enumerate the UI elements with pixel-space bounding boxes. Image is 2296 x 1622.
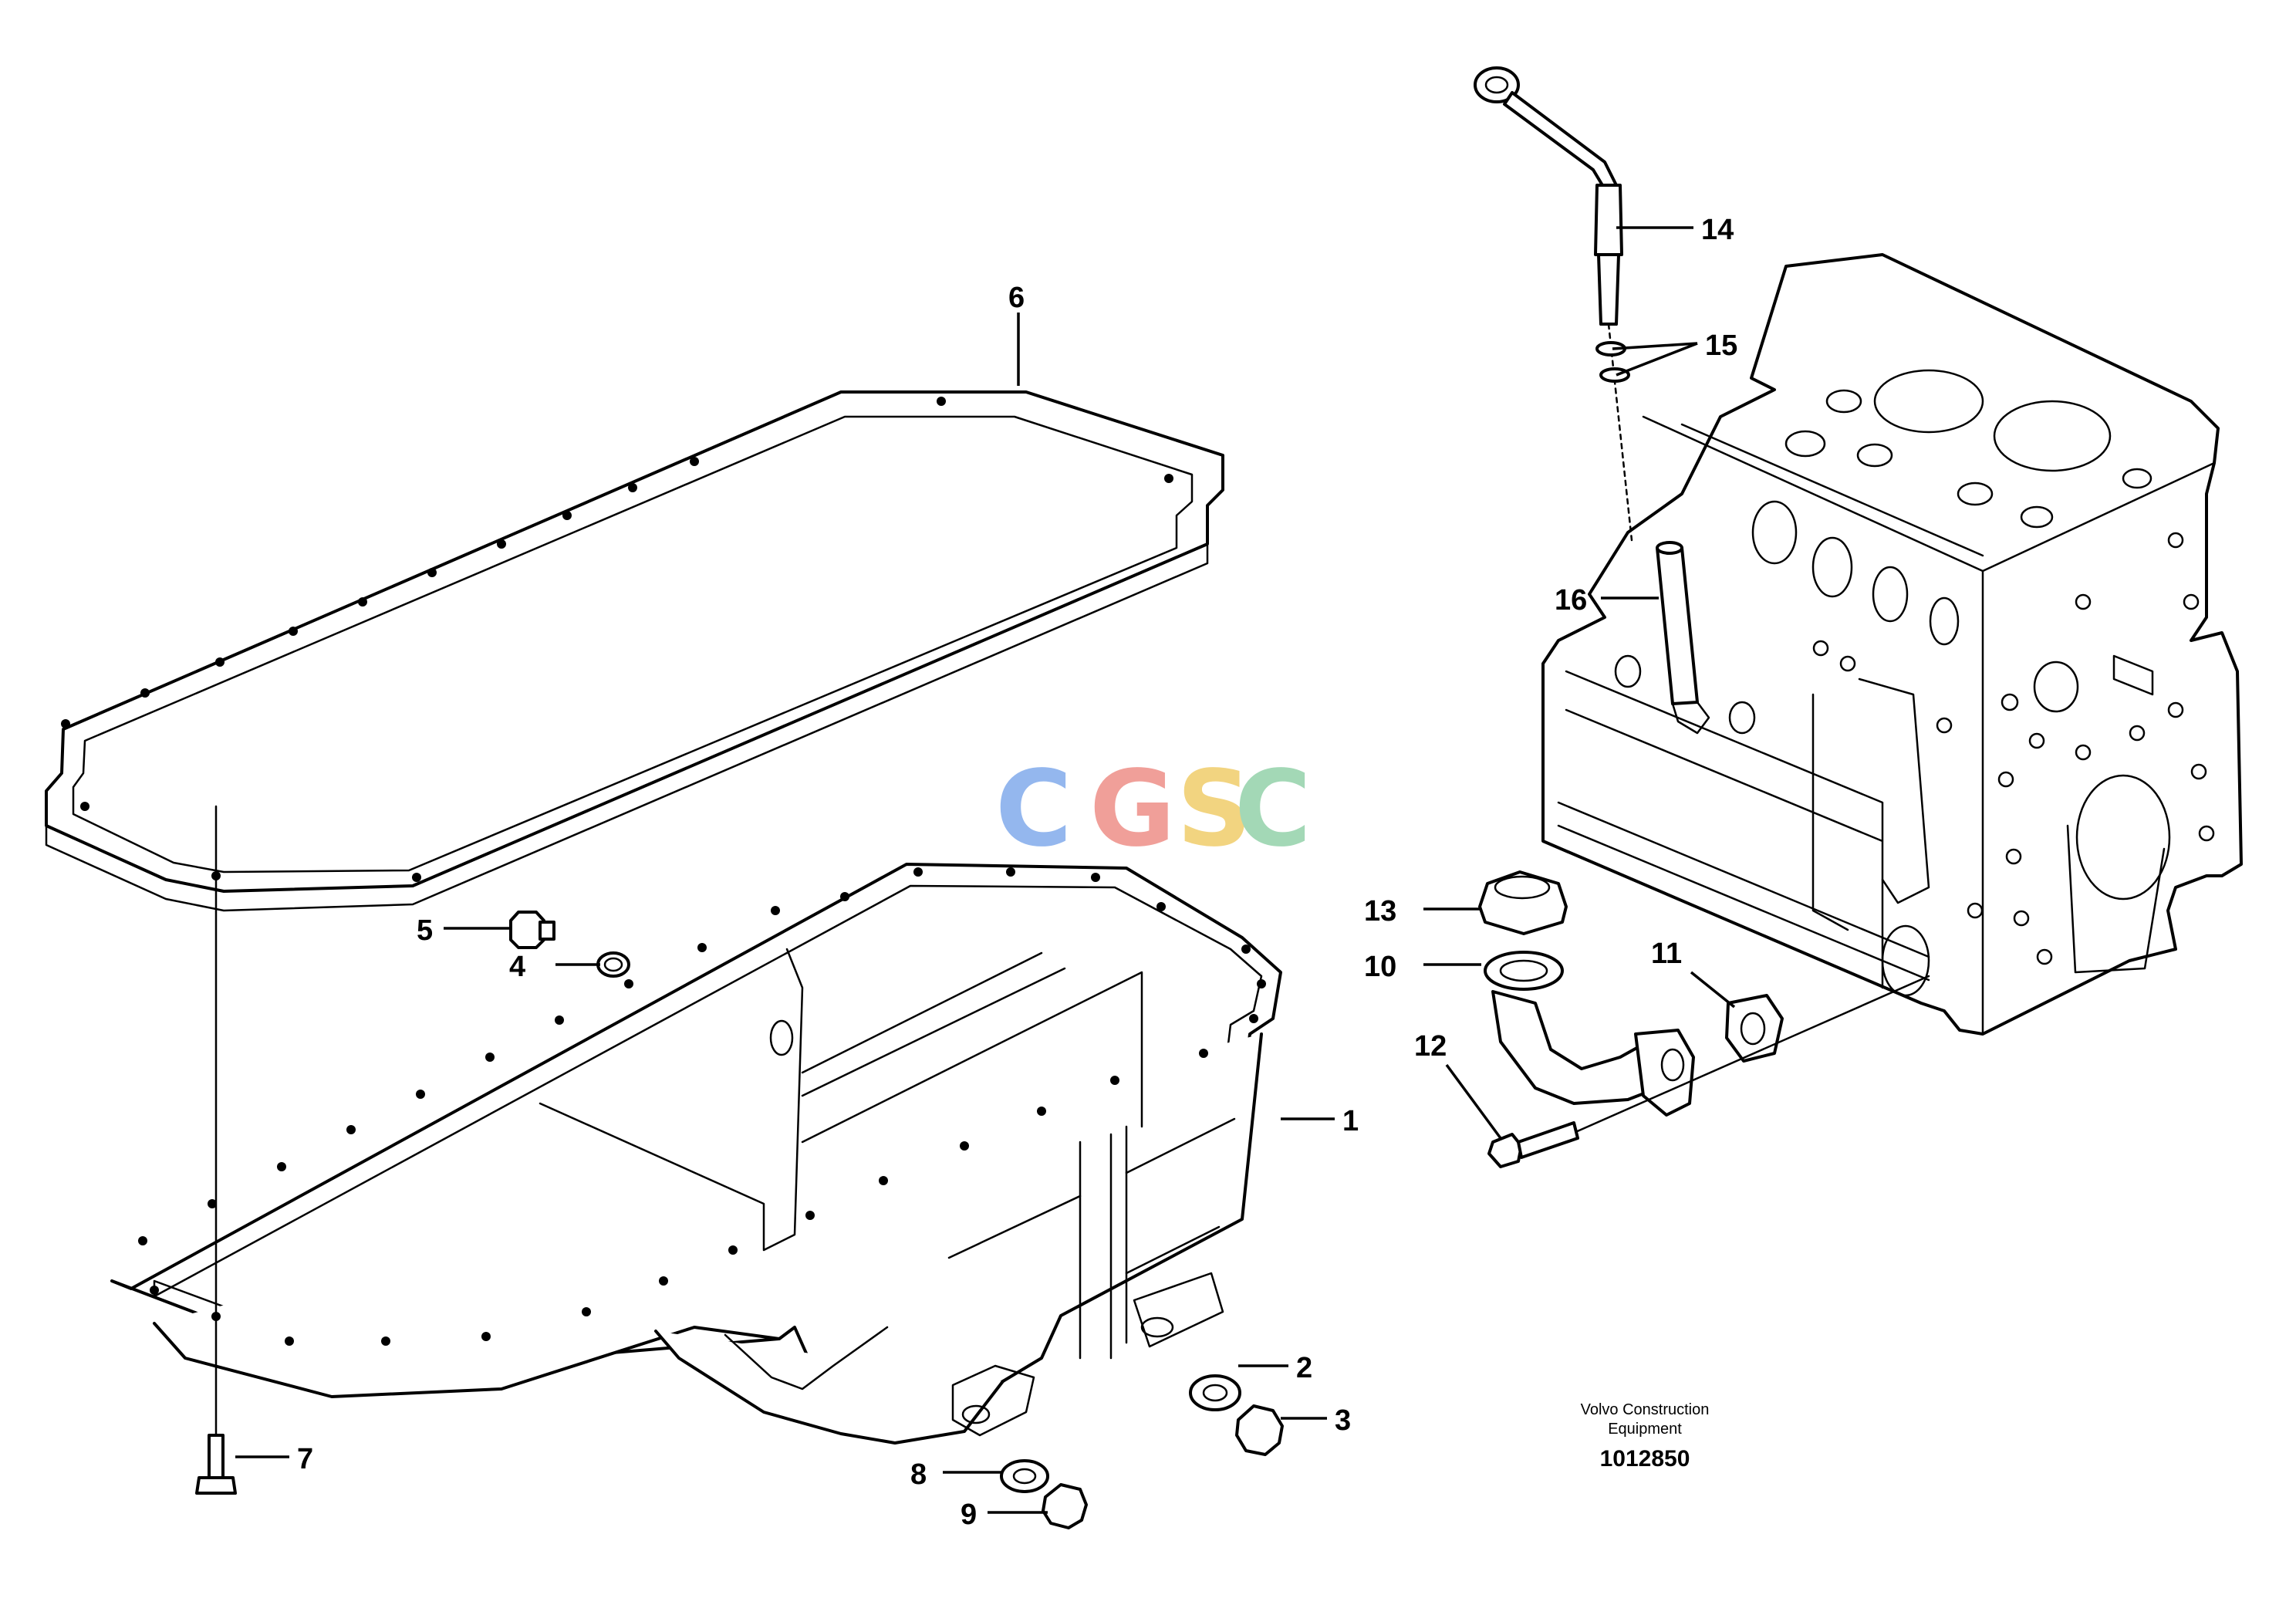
callout-8: 8: [910, 1458, 927, 1491]
callout-numbers: 6 1 2 3 4 5 7 8 9 10 11 12 13 14 15 16: [297, 214, 1737, 1531]
callout-12: 12: [1414, 1030, 1447, 1063]
drain-plug-part-3: [1235, 1404, 1284, 1456]
washer-part-8: [1000, 1459, 1049, 1493]
callout-13: 13: [1364, 895, 1396, 928]
engine-block: [1541, 253, 2243, 1036]
oil-filler-pipe: [1491, 990, 1695, 1117]
callout-1: 1: [1342, 1105, 1359, 1137]
cgsc-watermark: C G S C: [995, 748, 1312, 870]
dipstick-part-14: [1474, 66, 1633, 542]
maker-name-line-2: Equipment: [1608, 1421, 1682, 1438]
callout-16: 16: [1555, 584, 1587, 617]
gasket-part-6: [45, 390, 1224, 912]
seal-ring-part-4: [596, 951, 630, 978]
callout-10: 10: [1364, 951, 1396, 983]
pan-bolt-holes: [138, 867, 1266, 1346]
washer-part-2: [1189, 1374, 1241, 1411]
maker-name-line-1: Volvo Construction: [1581, 1401, 1710, 1418]
watermark-letter-3: S: [1177, 748, 1252, 870]
callout-5: 5: [417, 914, 433, 947]
callout-9: 9: [961, 1499, 977, 1531]
callout-3: 3: [1335, 1404, 1351, 1437]
callout-6: 6: [1008, 282, 1025, 314]
watermark-letter-1: C: [995, 748, 1072, 870]
oil-pan-part-1: [110, 863, 1282, 1445]
callout-14: 14: [1701, 214, 1734, 246]
watermark-letter-2: G: [1089, 748, 1176, 870]
drain-plug-part-9: [1042, 1483, 1088, 1529]
seal-part-10: [1484, 951, 1564, 991]
callout-11: 11: [1651, 938, 1682, 970]
drawing-number: 1012850: [1600, 1446, 1690, 1472]
callout-4: 4: [509, 951, 525, 983]
bolt-part-12: [1487, 975, 1930, 1168]
flange-gasket-part-11: [1725, 994, 1784, 1063]
gasket-bolt-holes: [61, 397, 1173, 882]
leader-lines: [235, 226, 1736, 1514]
callout-2: 2: [1296, 1352, 1312, 1384]
watermark-letter-4: C: [1234, 748, 1312, 870]
filler-cap-part-13: [1478, 870, 1568, 935]
engine-block-small-holes: [1812, 532, 2215, 965]
plug-part-5: [509, 911, 555, 949]
bolt-part-7: [195, 805, 237, 1495]
guide-tube-part-16: [1656, 541, 1710, 735]
drawing-caption: Volvo Construction Equipment 1012850: [1581, 1401, 1710, 1472]
callout-7: 7: [297, 1443, 313, 1475]
callout-15: 15: [1705, 329, 1737, 362]
